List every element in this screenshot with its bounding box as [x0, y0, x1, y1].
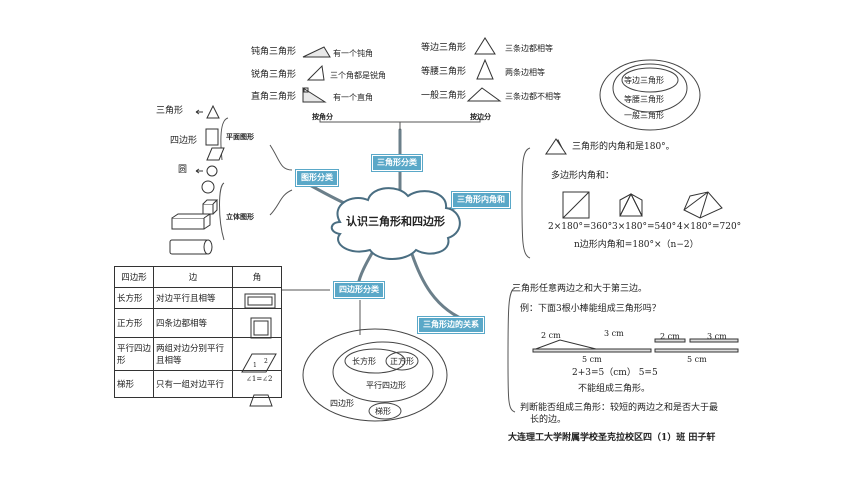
table-cell-edge: 四条边都相等 — [153, 308, 233, 338]
by-angle-label: 按角分 — [312, 113, 333, 121]
angle-item-name: 锐角三角形 — [251, 70, 297, 80]
table-header-row: 四边形 边 角 — [114, 266, 282, 288]
sides-example: 例：下面3根小棒能组成三角形吗？ — [520, 304, 661, 314]
nested-tri-outer: 一般三角形 — [624, 111, 664, 120]
stick-label: 3 cm — [707, 332, 727, 341]
shape-triangle-label: 三角形 — [156, 106, 184, 116]
angle-sum-formula: 2×180°=360° — [548, 222, 613, 232]
shape-quad-label: 四边形 — [170, 136, 198, 146]
angle-note: ∠1=∠2 — [246, 375, 273, 383]
side-item-name: 等腰三角形 — [421, 67, 467, 77]
branch-side-relation — [408, 246, 472, 324]
table-header: 边 — [153, 266, 233, 288]
stick-label: 2 cm — [541, 331, 561, 340]
angle-item-name: 钝角三角形 — [251, 47, 297, 57]
stick-label: 3 cm — [604, 329, 624, 338]
table-cell-angle — [232, 308, 282, 338]
nested-quad-trapezoid: 梯形 — [375, 407, 391, 416]
table-header: 角 — [232, 266, 282, 288]
stick-label: 2 cm — [660, 332, 680, 341]
table-header: 四边形 — [114, 266, 154, 288]
author-credit: 大连理工大学附属学校圣克拉校区四（1）班 田子轩 — [508, 433, 716, 443]
table-cell-name: 正方形 — [114, 308, 154, 338]
sides-conclusion: 不能组成三角形。 — [578, 384, 651, 394]
table-cell-edge: 两组对边分别平行且相等 — [153, 337, 233, 371]
table-cell-name: 长方形 — [114, 287, 154, 309]
angle-sum-line1: 三角形的内角和是180°。 — [572, 142, 675, 152]
label-solid: 立体图形 — [226, 213, 254, 221]
angle-item-name: 直角三角形 — [251, 92, 297, 102]
stick-label: 5 cm — [582, 355, 602, 364]
angle-sum-formula: 3×180°=540° — [612, 222, 677, 232]
side-item-name: 等边三角形 — [421, 43, 467, 53]
nested-quad-rect: 长方形 — [352, 357, 376, 366]
side-item-name: 一般三角形 — [421, 91, 467, 101]
nested-quad-parallelogram: 平行四边形 — [366, 381, 406, 390]
nested-tri-inner: 等边三角形 — [624, 76, 664, 85]
angle-mark: 2 — [264, 358, 268, 365]
side-item-desc: 两条边相等 — [505, 68, 545, 77]
nested-tri-middle: 等腰三角形 — [624, 95, 664, 104]
by-side-label: 按边分 — [470, 113, 491, 121]
tag-side-relation: 三角形边的关系 — [418, 317, 484, 333]
quad-table: 四边形 边 角 长方形 对边平行且相等 正方形 四条边都相等 平行四边形 两组对… — [114, 266, 282, 398]
angle-item-desc: 三个角都是锐角 — [330, 71, 386, 80]
table-row: 正方形 四条边都相等 — [114, 308, 282, 338]
table-cell-angle — [232, 370, 282, 398]
angle-item-desc: 有一个直角 — [333, 93, 373, 102]
center-title: 认识三角形和四边形 — [346, 215, 445, 228]
sides-rule: 三角形任意两边之和大于第三边。 — [512, 284, 648, 294]
sides-judge-2: 长的边。 — [530, 415, 567, 425]
angle-sum-line2: 多边形内角和： — [551, 171, 615, 181]
tag-angle-sum: 三角形内角和 — [452, 192, 510, 208]
table-row: 长方形 对边平行且相等 — [114, 287, 282, 309]
tag-triangle-class: 三角形分类 — [372, 155, 422, 171]
table-cell-angle — [232, 337, 282, 371]
table-row: 梯形 只有一组对边平行 — [114, 370, 282, 398]
stick-label: 5 cm — [687, 355, 707, 364]
side-item-desc: 三条边都不相等 — [505, 92, 561, 101]
nested-quad-quad: 四边形 — [330, 399, 354, 408]
angle-sum-general: n边形内角和=180°×（n−2） — [574, 240, 699, 250]
table-cell-edge: 只有一组对边平行 — [153, 370, 233, 398]
table-cell-angle — [232, 287, 282, 309]
tag-shape-class: 图形分类 — [296, 170, 338, 186]
angle-mark: 1 — [253, 362, 257, 369]
label-plane: 平面图形 — [226, 133, 254, 141]
sides-calc: 2+3=5（cm） 5=5 — [572, 368, 658, 378]
tag-quad-class: 四边形分类 — [334, 282, 384, 298]
shape-circle-label: 圆 — [178, 165, 188, 175]
angle-sum-formula: 4×180°=720° — [677, 222, 742, 232]
table-row: 平行四边形 两组对边分别平行且相等 — [114, 337, 282, 371]
angle-item-desc: 有一个钝角 — [333, 49, 373, 58]
table-cell-edge: 对边平行且相等 — [153, 287, 233, 309]
side-item-desc: 三条边都相等 — [505, 44, 553, 53]
table-cell-name: 梯形 — [114, 370, 154, 398]
table-cell-name: 平行四边形 — [114, 337, 154, 371]
sides-judge-1: 判断能否组成三角形：较短的两边之和是否大于最 — [520, 403, 719, 413]
center-cloud — [330, 187, 461, 260]
nested-quad-square: 正方形 — [390, 357, 414, 366]
